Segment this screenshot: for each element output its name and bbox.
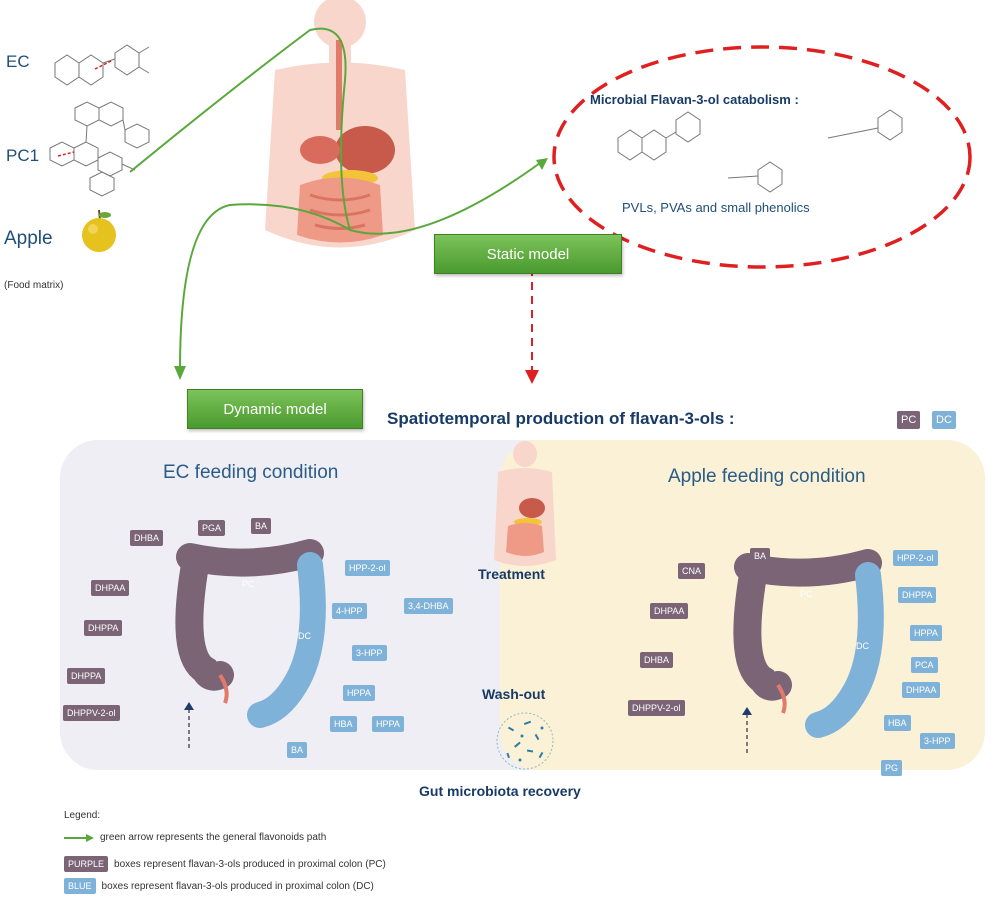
spatiotemporal-title: Spatiotemporal production of flavan-3-ol… xyxy=(387,409,735,428)
ec-colon-icon: PC DC xyxy=(175,539,326,728)
ec-purple-box: PGA xyxy=(198,520,226,536)
ec-blue-box: HPP-2-ol xyxy=(345,560,390,576)
ec-label: EC xyxy=(6,52,30,71)
apple-blue-box: HBA xyxy=(884,715,911,731)
ec-up-arrow-icon xyxy=(184,702,194,748)
dynamic-model-button[interactable]: Dynamic model xyxy=(187,389,363,429)
legend-purple-text: boxes represent flavan-3-ols produced in… xyxy=(114,858,386,870)
small-body-icon xyxy=(494,441,556,566)
ec-blue-box: 3-HPP xyxy=(352,645,387,661)
ec-purple-box: DHPPA xyxy=(67,668,106,684)
ec-purple-box: DHPAA xyxy=(91,580,130,596)
apple-purple-box: CNA xyxy=(678,563,706,579)
apple-blue-box: PG xyxy=(881,760,903,776)
pc1-label: PC1 xyxy=(6,146,40,165)
legend-blue-swatch: BLUE xyxy=(64,878,96,894)
apple-dc-label: DC xyxy=(856,641,869,651)
legend-blue-row: BLUE boxes represent flavan-3-ols produc… xyxy=(64,878,374,894)
apple-purple-box: DHPPV-2-ol xyxy=(628,700,685,716)
pc-tag: PC xyxy=(897,411,921,429)
legend-green-arrow-icon xyxy=(64,833,94,842)
dc-tag: DC xyxy=(932,411,956,429)
apple-blue-box: DHPPA xyxy=(898,587,937,603)
legend-blue-text: boxes represent flavan-3-ols produced in… xyxy=(101,880,374,892)
ec-purple-box: BA xyxy=(251,518,272,534)
apple-blue-box: PCA xyxy=(911,657,938,673)
ec-blue-box: HBA xyxy=(330,716,357,732)
apple-blue-box: DHPAA xyxy=(902,682,941,698)
ec-pc-label: PC xyxy=(242,579,255,589)
legend-purple-swatch: PURPLE xyxy=(64,856,109,872)
human-body-icon xyxy=(265,0,415,248)
ec-panel-title: EC feeding condition xyxy=(163,462,339,483)
legend-green-row: green arrow represents the general flavo… xyxy=(64,832,326,843)
catabolism-subtitle: PVLs, PVAs and small phenolics xyxy=(622,200,810,215)
legend-title: Legend: xyxy=(64,810,101,821)
ec-blue-box: HPPA xyxy=(372,716,404,732)
apple-blue-box: 3-HPP xyxy=(920,733,955,749)
apple-blue-box: HPPA xyxy=(910,625,942,641)
apple-purple-box: DHBA xyxy=(640,652,674,668)
ec-purple-box: DHBA xyxy=(130,530,164,546)
microbiota-icon xyxy=(496,712,554,770)
pc1-molecule-icon xyxy=(49,101,150,197)
ec-blue-box: 3,4-DHBA xyxy=(404,598,453,614)
legend-purple-row: PURPLE boxes represent flavan-3-ols prod… xyxy=(64,856,386,872)
ec-molecule-icon xyxy=(54,44,150,86)
apple-blue-box: HPP-2-ol xyxy=(893,550,938,566)
ec-blue-box: HPPA xyxy=(343,685,375,701)
ec-purple-box: DHPPA xyxy=(84,620,123,636)
food-matrix-label: (Food matrix) xyxy=(4,280,64,291)
apple-panel-title: Apple feeding condition xyxy=(668,466,866,487)
treatment-label: Treatment xyxy=(478,566,545,582)
recovery-label: Gut microbiota recovery xyxy=(419,783,581,799)
apple-pc-label: PC xyxy=(800,589,813,599)
catabolism-ellipse xyxy=(552,45,972,269)
washout-label: Wash-out xyxy=(482,686,546,702)
apple-purple-box: DHPAA xyxy=(650,603,689,619)
apple-label: Apple xyxy=(4,228,53,249)
legend-green-text: green arrow represents the general flavo… xyxy=(100,832,327,843)
apple-colon-icon: PC DC xyxy=(733,549,884,738)
apple-purple-box: BA xyxy=(750,548,771,564)
ec-purple-box: DHPPV-2-ol xyxy=(63,705,120,721)
ec-blue-box: BA xyxy=(287,742,308,758)
ec-blue-box: 4-HPP xyxy=(332,603,367,619)
catabolism-title: Microbial Flavan-3-ol catabolism : xyxy=(590,92,799,107)
apple-icon xyxy=(82,209,116,252)
static-model-button[interactable]: Static model xyxy=(434,234,622,274)
ec-dc-label: DC xyxy=(298,631,311,641)
apple-up-arrow-icon xyxy=(742,707,752,753)
